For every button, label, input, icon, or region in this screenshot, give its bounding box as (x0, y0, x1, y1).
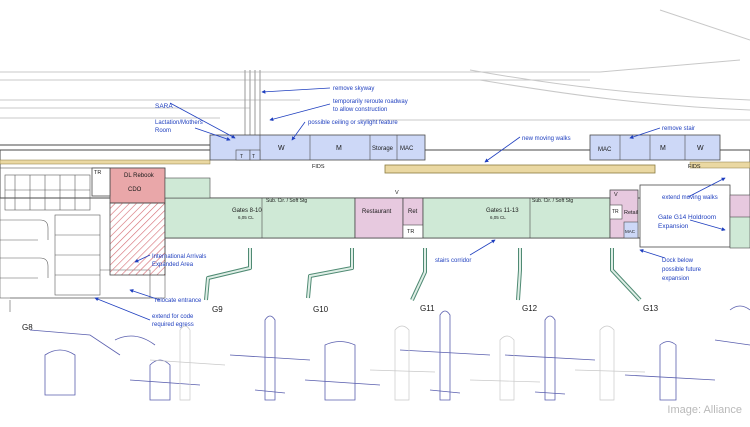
annotation-gate14-2: Expansion (658, 223, 689, 230)
fids-label-west: FIDS (312, 164, 325, 170)
annotation-reroute-line-2: to allow construction (333, 107, 387, 113)
annotation-international-1: International Arrivals (152, 254, 206, 260)
room-t-1: T (240, 154, 243, 160)
room-t-2: T (252, 154, 255, 160)
annotation-extend-code-2: required egress (152, 322, 194, 328)
tr-box-west (91, 167, 111, 197)
annotation-sara: SARA (155, 103, 173, 110)
room-v-center: V (395, 190, 399, 196)
annotation-dock-2: possible future (662, 267, 702, 273)
room-tr-east: TR (612, 209, 619, 215)
annotation-dock-1: Dock below (662, 258, 694, 264)
gate-label-g13: G13 (643, 304, 659, 313)
label-gates-8-10: Gates 8-10 (232, 208, 262, 214)
room-mac-east: MAC (598, 147, 612, 153)
room-m-west: M (336, 145, 342, 152)
room-tr-center: TR (407, 229, 414, 235)
image-credit: Image: Alliance (667, 404, 742, 416)
international-arrivals-area (109, 202, 166, 276)
label-gates-11-13: Gates 11-13 (486, 208, 519, 214)
restroom-block-west (209, 134, 426, 161)
moving-walk-west (0, 159, 211, 165)
dl-rebook-area (109, 167, 166, 204)
room-cdo: CDO (128, 187, 142, 193)
room-ret: Ret (408, 209, 418, 215)
annotation-extend-moving-walks: extend moving walks (662, 195, 718, 201)
annotation-extend-code-1: extend for code (152, 314, 194, 320)
skyway-structure (244, 70, 261, 135)
annotation-lactation-2: Room (155, 128, 171, 134)
gate-label-g11: G11 (420, 304, 435, 313)
room-dl-rebook: DL Rebook (124, 173, 155, 179)
mac-box-east (623, 221, 639, 239)
room-w-east: W (697, 145, 704, 152)
room-m-east: M (660, 145, 666, 152)
roadways (0, 9, 750, 121)
annotation-international-2: Expanded Area (152, 262, 194, 268)
annotation-dock-3: expansion (662, 276, 689, 282)
holdroom-gates-11-13 (422, 197, 611, 239)
aircraft-outlines (29, 305, 750, 401)
room-retail: Retail (624, 210, 638, 216)
room-restaurant: Restaurant (362, 209, 392, 215)
room-mac-box-east: MAC (625, 229, 636, 234)
annotation-new-moving-walks: new moving walks (522, 136, 571, 142)
room-mac-west: MAC (400, 146, 414, 152)
annotation-reroute-line-1: temporarily reroute roadway (333, 99, 408, 105)
holdroom-west-upper (164, 177, 211, 199)
annotation-leaders (94, 87, 726, 321)
label-gates-11-13-sub: 6,05 CL (490, 215, 506, 220)
restroom-block-east (589, 134, 721, 161)
gate-label-g10: G10 (313, 305, 329, 314)
label-gates-8-10-sub: 6,05 CL (238, 215, 254, 220)
room-v-east: V (614, 192, 618, 198)
annotation-lactation-1: Lactation/Mothers (155, 120, 203, 126)
jet-bridges-core (205, 248, 641, 301)
annotation-remove-stair: remove stair (662, 126, 695, 132)
room-tr-west: TR (94, 170, 101, 176)
gate-14-edge-pink (729, 194, 750, 218)
moving-walk-east (689, 161, 750, 169)
moving-walk-main (384, 164, 656, 174)
aircraft-ghost-outlines (149, 325, 646, 401)
annotation-gate14-1: Gate G14 Holdroom (658, 214, 716, 221)
gate-label-g9: G9 (212, 305, 223, 314)
gate-14-expansion (639, 184, 731, 248)
annotation-skylight: possible ceiling or skylight feature (308, 120, 398, 126)
annotation-relocate-entrance: relocate entrance (155, 298, 202, 304)
west-terminal-building (0, 167, 166, 312)
label-sub-circ-east: Sub. Cir. / Soft Stg (532, 198, 573, 204)
room-w-west: W (278, 145, 285, 152)
label-sub-circ-west: Sub. Cir. / Soft Stg (266, 198, 307, 204)
annotation-remove-skyway: remove skyway (333, 86, 374, 92)
holdroom-gates-8-10 (164, 197, 356, 239)
annotation-stairs-corridor: stairs corridor (435, 258, 471, 264)
tr-box-east (609, 204, 623, 220)
gate-label-g12: G12 (522, 304, 538, 313)
restaurant-area (354, 197, 404, 239)
room-storage: Storage (372, 146, 394, 152)
gate-label-g8: G8 (22, 323, 33, 332)
fids-label-east: FIDS (688, 164, 701, 170)
